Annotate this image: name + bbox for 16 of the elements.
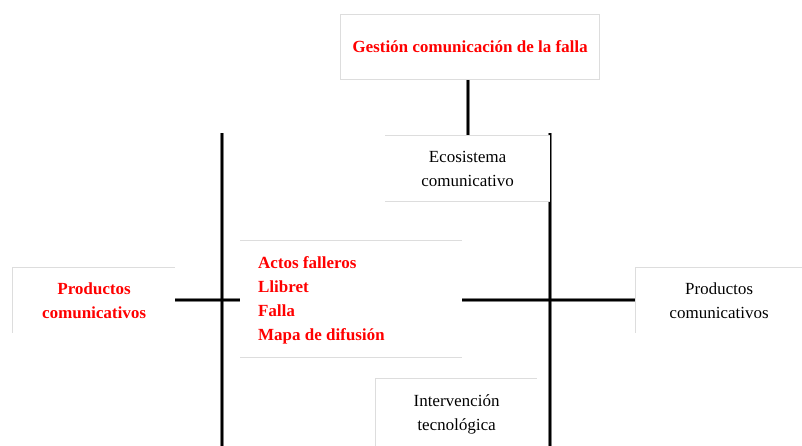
connector-line — [175, 298, 240, 302]
connector-line — [462, 298, 635, 302]
node-label: Intervención tecnológica — [412, 390, 500, 436]
text-box — [375, 378, 537, 446]
node-label: Mapa de difusión — [258, 324, 385, 346]
node-label: Gestión comunicación de la falla — [352, 36, 588, 58]
node-label: Actos falleros — [258, 252, 356, 274]
node-label: Productos comunicativos — [668, 278, 770, 324]
node-label: Ecosistema comunicativo — [420, 146, 515, 192]
node-label: Llibret — [258, 276, 309, 298]
connector-line — [466, 80, 470, 135]
text-box — [340, 14, 600, 80]
node-label: Productos comunicativos — [41, 278, 147, 324]
text-box — [385, 135, 550, 202]
node-label: Falla — [258, 300, 295, 322]
text-box — [635, 267, 802, 333]
